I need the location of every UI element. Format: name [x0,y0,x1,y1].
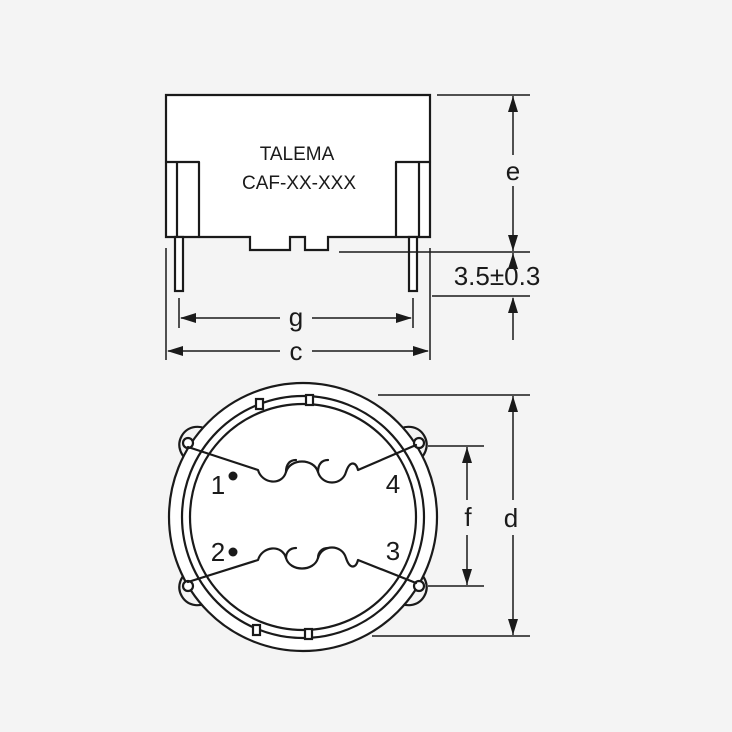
pin-2-polarity-dot [228,547,238,557]
choke-body [164,93,432,252]
toroid-core [188,402,418,632]
brand-label: TALEMA [260,144,335,165]
ring-notches [251,393,315,641]
dimension-pin-length-label: 3.5±0.3 [454,261,541,291]
right-mounting-clip [394,160,432,239]
right-pin [407,235,419,293]
dimension-f-label: f [464,502,472,532]
base-inner-ring [180,394,426,640]
side-view: TALEMA CAF-XX-XXX e 3.5±0.3 [164,93,540,366]
dimension-d: d [372,394,530,637]
dimension-c: c [165,248,431,366]
part-number-label: CAF-XX-XXX [242,173,356,194]
dimension-c-label: c [290,336,303,366]
pin-1-polarity-dot [228,471,238,481]
pin-3-label: 3 [386,536,400,566]
dimension-g: g [178,298,414,332]
pin-4-label: 4 [386,469,400,499]
top-view: 1 2 4 3 f d [167,381,530,653]
left-pin [173,235,185,293]
dimension-e-label: e [506,156,520,186]
left-mounting-clip [164,160,201,239]
lug-holes [181,436,426,593]
pin-2-label: 2 [211,537,225,567]
dimension-pin-length: 3.5±0.3 [432,253,540,340]
dimension-g-label: g [289,302,303,332]
pin-1-label: 1 [211,470,225,500]
dimension-e: e [339,94,530,253]
dimension-d-label: d [504,503,518,533]
dimension-f: f [428,445,484,587]
